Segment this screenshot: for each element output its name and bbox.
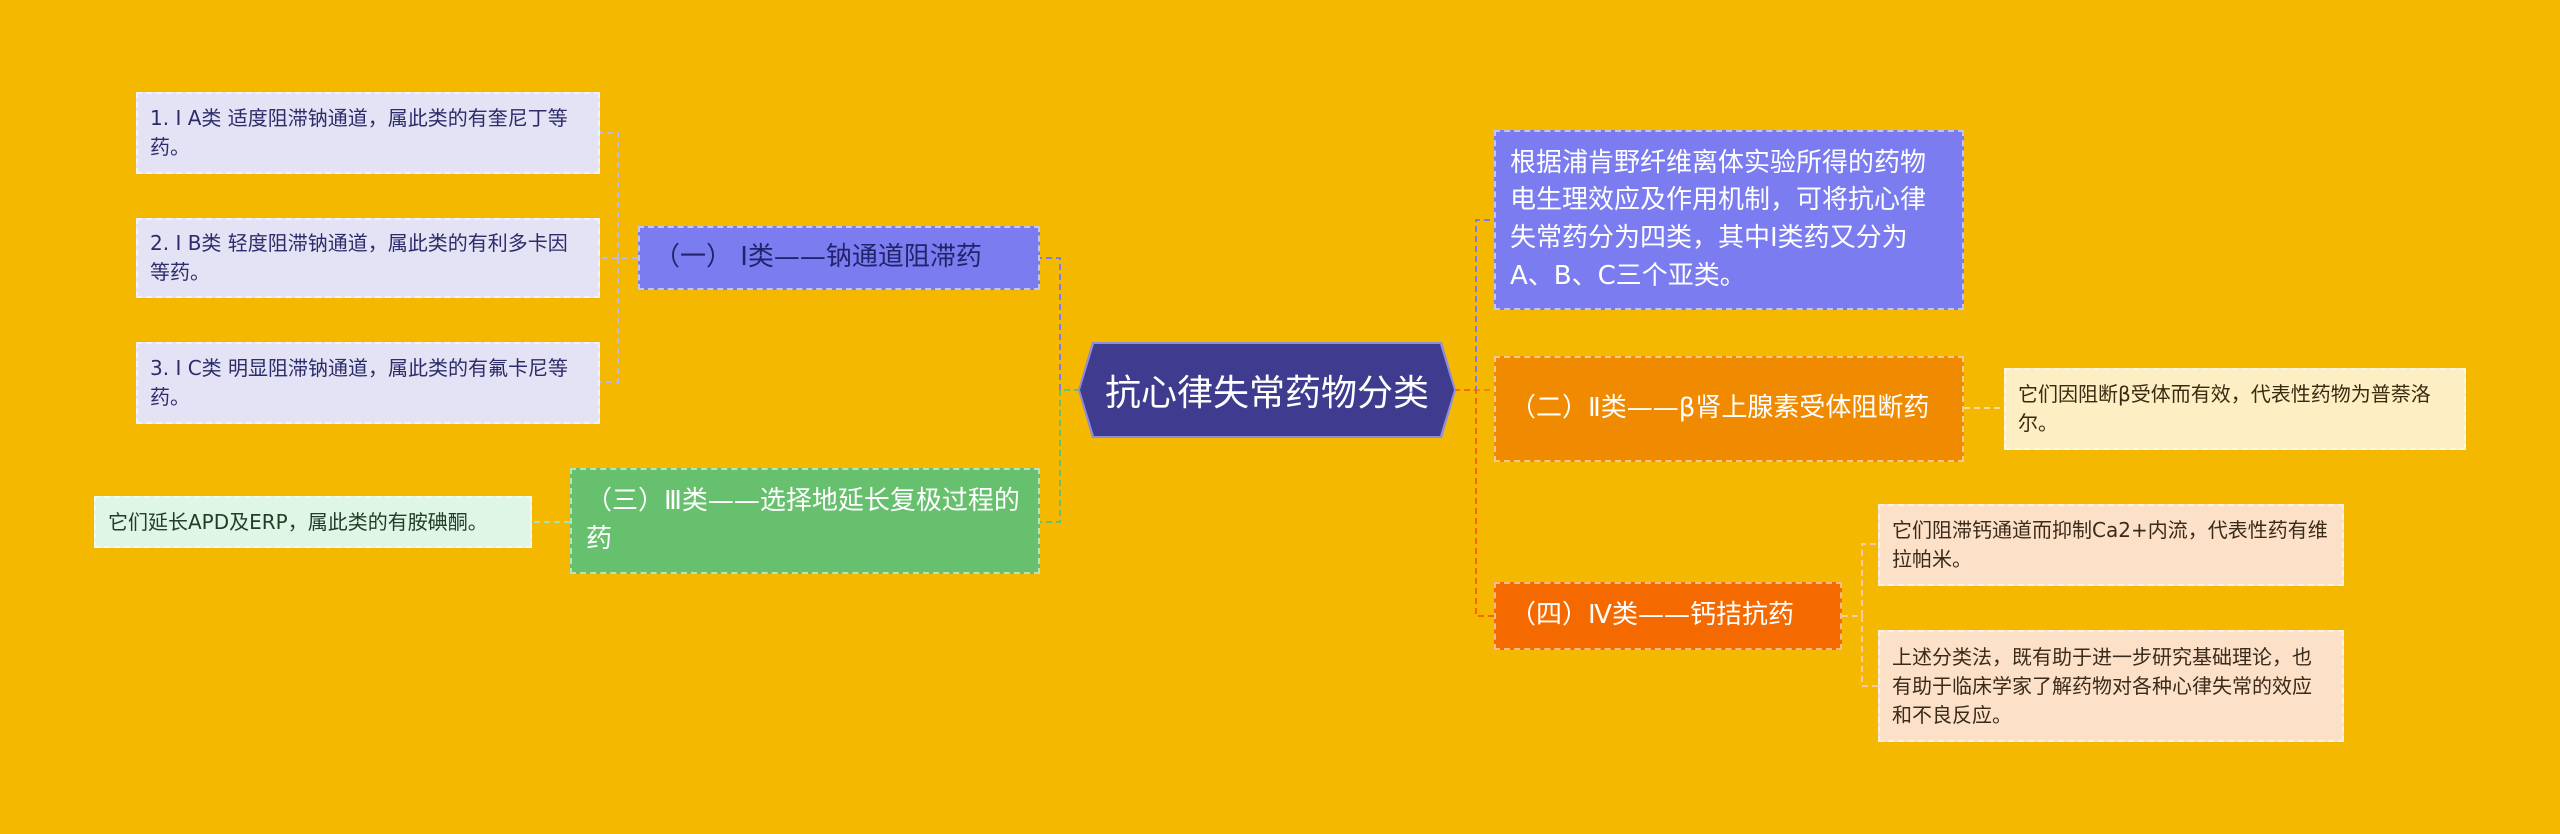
branch-class2-label: （二）Ⅱ类——β肾上腺素受体阻断药 (1510, 393, 1930, 424)
leaf-class1-b[interactable]: 2. Ⅰ B类 轻度阻滞钠通道，属此类的有利多卡因等药。 (136, 218, 600, 298)
branch-class1[interactable]: （一） Ⅰ类——钠通道阻滞药 (638, 226, 1040, 290)
leaf-class2-text: 它们因阻断β受体而有效，代表性药物为普萘洛尔。 (2018, 382, 2431, 435)
leaf-class1-a-text: 1. Ⅰ A类 适度阻滞钠通道，属此类的有奎尼丁等药。 (150, 106, 568, 159)
root-node[interactable]: 抗心律失常药物分类 (1080, 344, 1454, 436)
leaf-class3-text: 它们延长APD及ERP，属此类的有胺碘酮。 (108, 509, 488, 534)
branch-intro-text: 根据浦肯野纤维离体实验所得的药物电生理效应及作用机制，可将抗心律失常药分为四类，… (1510, 147, 1927, 291)
leaf-class1-c[interactable]: 3. Ⅰ C类 明显阻滞钠通道，属此类的有氟卡尼等药。 (136, 342, 600, 424)
leaf-class4-summary[interactable]: 上述分类法，既有助于进一步研究基础理论，也有助于临床学家了解药物对各种心律失常的… (1878, 630, 2344, 742)
leaf-class4-summary-text: 上述分类法，既有助于进一步研究基础理论，也有助于临床学家了解药物对各种心律失常的… (1892, 644, 2312, 727)
leaf-class1-a[interactable]: 1. Ⅰ A类 适度阻滞钠通道，属此类的有奎尼丁等药。 (136, 92, 600, 174)
leaf-class4-desc[interactable]: 它们阻滞钙通道而抑制Ca2+内流，代表性药有维拉帕米。 (1878, 504, 2344, 586)
leaf-class1-c-text: 3. Ⅰ C类 明显阻滞钠通道，属此类的有氟卡尼等药。 (150, 356, 569, 409)
leaf-class1-b-text: 2. Ⅰ B类 轻度阻滞钠通道，属此类的有利多卡因等药。 (150, 231, 568, 284)
branch-class1-label: （一） Ⅰ类——钠通道阻滞药 (654, 242, 982, 273)
branch-intro[interactable]: 根据浦肯野纤维离体实验所得的药物电生理效应及作用机制，可将抗心律失常药分为四类，… (1494, 130, 1964, 310)
leaf-class3[interactable]: 它们延长APD及ERP，属此类的有胺碘酮。 (94, 496, 532, 548)
branch-class3-label: （三）Ⅲ类——选择地延长复极过程的药 (586, 486, 1020, 554)
leaf-class4-desc-text: 它们阻滞钙通道而抑制Ca2+内流，代表性药有维拉帕米。 (1892, 518, 2328, 571)
branch-class2[interactable]: （二）Ⅱ类——β肾上腺素受体阻断药 (1494, 356, 1964, 462)
leaf-class2[interactable]: 它们因阻断β受体而有效，代表性药物为普萘洛尔。 (2004, 368, 2466, 450)
branch-class4-label: （四）Ⅳ类——钙拮抗药 (1510, 600, 1794, 631)
branch-class3[interactable]: （三）Ⅲ类——选择地延长复极过程的药 (570, 468, 1040, 574)
branch-class4[interactable]: （四）Ⅳ类——钙拮抗药 (1494, 582, 1842, 650)
